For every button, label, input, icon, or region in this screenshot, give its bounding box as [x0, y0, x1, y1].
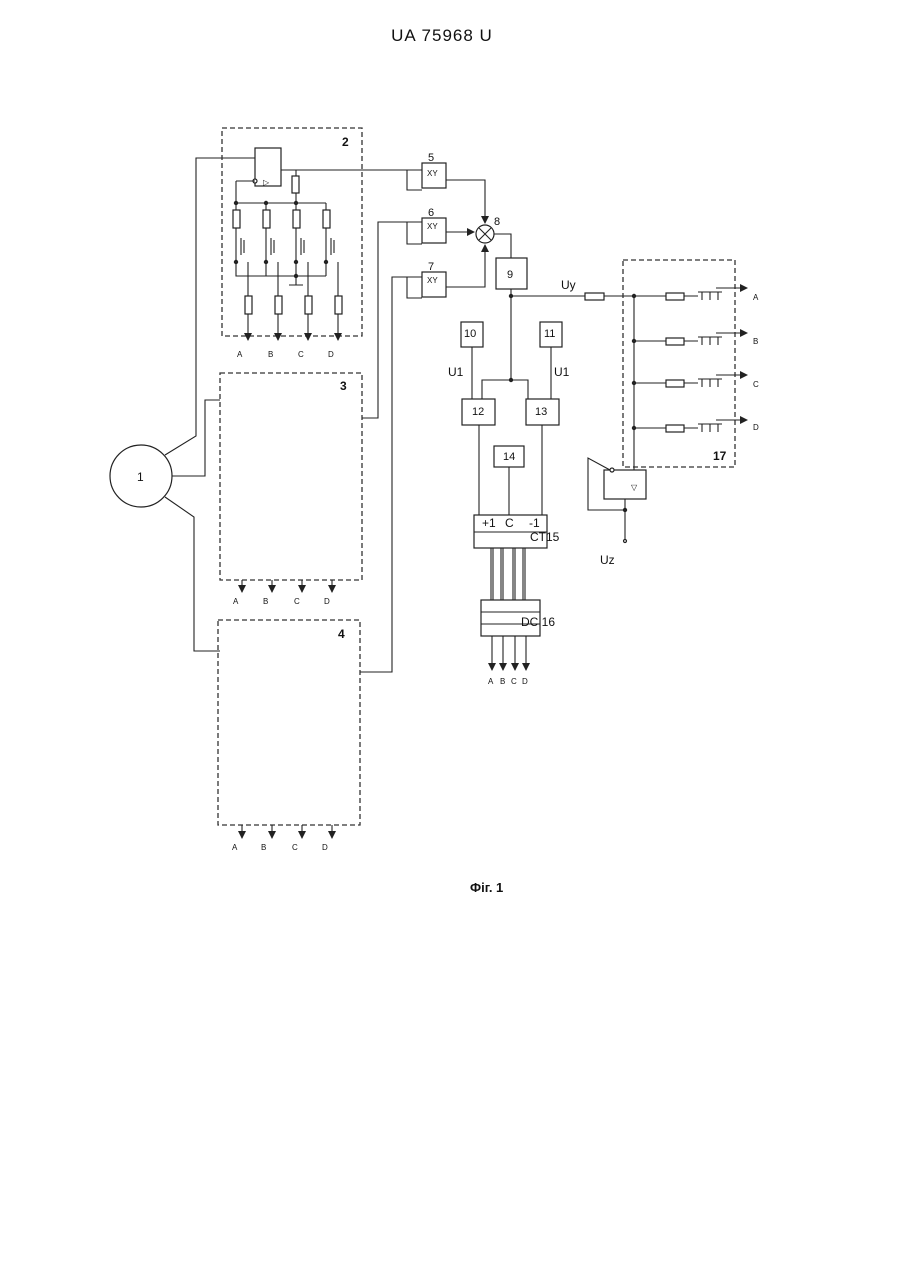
- block-2-outputs: A B C D: [237, 350, 334, 359]
- wire-b2-out: [281, 170, 407, 176]
- block-8-label: 8: [494, 216, 500, 228]
- b2-output-c: C: [298, 350, 304, 359]
- b3-output-b: B: [263, 597, 268, 606]
- wire-7-to-8: [446, 245, 485, 287]
- wire-4-to-7: [360, 277, 422, 672]
- b3-output-d: D: [324, 597, 330, 606]
- ct-to-dc-bus: [491, 548, 525, 600]
- b2-output-a: A: [237, 350, 243, 359]
- ct-name: CT15: [530, 530, 560, 544]
- b3-output-a: A: [233, 597, 239, 606]
- ct-plus: +1: [482, 516, 496, 530]
- block-17-frame: [623, 260, 735, 467]
- dc-output-c: C: [511, 677, 517, 686]
- b4-output-d: D: [322, 843, 328, 852]
- comparator-symbol: ▷: [263, 178, 270, 187]
- signal-uz: Uz: [600, 553, 615, 567]
- block-2-label: 2: [342, 135, 349, 149]
- block-3-label: 3: [340, 379, 347, 393]
- b17-output-b: B: [753, 337, 758, 346]
- block-12-label: 12: [472, 406, 484, 418]
- b4-output-a: A: [232, 843, 238, 852]
- junction-9: [509, 294, 513, 298]
- dc-output-b: B: [500, 677, 505, 686]
- block-17-label: 17: [713, 449, 727, 463]
- multiplier-5: XY 5: [422, 152, 446, 188]
- b4-output-b: B: [261, 843, 266, 852]
- figure-caption: Фіг. 1: [470, 880, 503, 895]
- dc-name: DC 16: [521, 615, 555, 629]
- block-6-label: 6: [428, 207, 434, 219]
- block-4-frame: [218, 620, 360, 825]
- junction-12-13: [509, 378, 513, 382]
- signal-uy: Uy: [561, 278, 576, 292]
- block-17-channels: [634, 288, 747, 432]
- b17-output-a: A: [753, 293, 759, 302]
- block-4-output-arrows: [242, 825, 332, 838]
- uz-terminal-icon: [624, 540, 627, 543]
- b17-output-c: C: [753, 380, 759, 389]
- dc-output-d: D: [522, 677, 528, 686]
- block-11-label: 11: [544, 328, 555, 340]
- mult-5-xy: XY: [427, 169, 438, 178]
- wire-5-to-8: [446, 180, 485, 223]
- b2-output-b: B: [268, 350, 273, 359]
- block-4-label: 4: [338, 627, 345, 641]
- uz-inverting-input-icon: [610, 468, 614, 472]
- b17-output-d: D: [753, 423, 759, 432]
- block-14-label: 14: [503, 451, 515, 463]
- multiplier-6: XY 6: [422, 207, 446, 243]
- b4-output-c: C: [292, 843, 298, 852]
- dc-output-arrows: [492, 636, 526, 670]
- ct-c: C: [505, 516, 514, 530]
- block-2-top-resistor: [292, 176, 299, 193]
- ct-minus: -1: [529, 516, 540, 530]
- block-5-label: 5: [428, 152, 434, 164]
- block-1-label: 1: [137, 470, 144, 484]
- b2-output-d: D: [328, 350, 334, 359]
- block-2-legs: [233, 203, 342, 340]
- wire-8-to-9: [494, 234, 511, 258]
- block-9-label: 9: [507, 269, 513, 281]
- junction-uz: [623, 508, 627, 512]
- multiplier-7: XY 7: [422, 261, 446, 297]
- uz-comparator-symbol: ▽: [631, 483, 638, 492]
- uz-comparator: [604, 470, 646, 499]
- block-3-output-arrows: [242, 580, 332, 592]
- mult-7-xy: XY: [427, 276, 438, 285]
- block-3-frame: [220, 373, 362, 580]
- block-13-label: 13: [535, 406, 547, 418]
- dc-output-a: A: [488, 677, 494, 686]
- block-7-label: 7: [428, 261, 434, 273]
- b3-output-c: C: [294, 597, 300, 606]
- wire-9-to-12-13: [482, 380, 528, 399]
- block-10-label: 10: [464, 328, 476, 340]
- wire-1-to-4: [165, 497, 220, 651]
- uy-resistor: [585, 293, 604, 300]
- signal-u1-right: U1: [554, 365, 570, 379]
- signal-u1-left: U1: [448, 365, 464, 379]
- wire-to-5: [407, 170, 422, 190]
- mult-6-xy: XY: [427, 222, 438, 231]
